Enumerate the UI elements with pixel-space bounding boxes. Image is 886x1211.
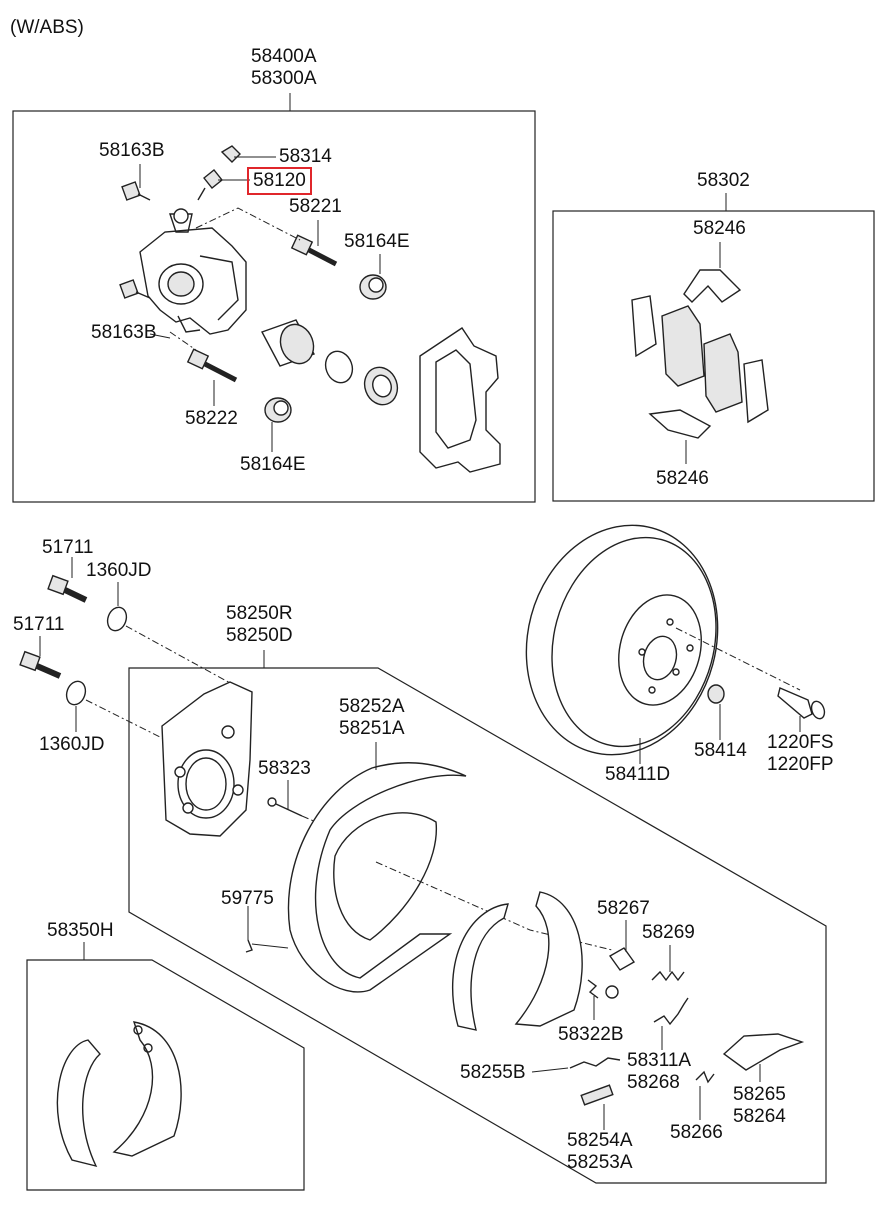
label-guide-rod-upper[interactable]: 58221 [289, 196, 342, 217]
label-bolt-a[interactable]: 51711 [42, 537, 94, 558]
label-spring-c[interactable]: 58311A 58268 [627, 1050, 691, 1094]
bleeder-screw [197, 169, 223, 201]
label-caliper-assy-line1: 58400A [251, 46, 317, 67]
bolt-upper [121, 181, 151, 201]
caliper-body [139, 208, 247, 335]
label-lever-line1: 58265 [733, 1084, 786, 1105]
label-spring-b[interactable]: 58322B [558, 1024, 624, 1045]
spring-b [587, 979, 619, 999]
label-backing-plate-line1: 58250R [226, 603, 293, 624]
label-backing-plate[interactable]: 58250R 58250D [226, 603, 293, 647]
label-spring-c-line1: 58311A [627, 1050, 692, 1071]
leader-lines [39, 93, 801, 1130]
spring-d [569, 1057, 621, 1069]
piston [261, 319, 315, 367]
label-nut[interactable]: 58414 [694, 740, 747, 761]
boot-lower [264, 397, 292, 423]
spring-c [653, 997, 689, 1026]
boot-upper [359, 274, 387, 300]
shoe-kit-group-box [26, 959, 305, 1191]
label-hub-bolt-line1: 1220FS [767, 732, 834, 753]
label-hub-bolt[interactable]: 1220FS 1220FP [767, 732, 834, 776]
label-spring-c-line2: 58268 [627, 1072, 680, 1093]
dust-cover [287, 762, 467, 993]
label-lever[interactable]: 58265 58264 [733, 1084, 786, 1128]
label-washer-a[interactable]: 1360JD [86, 560, 152, 581]
label-clip[interactable]: 59775 [221, 888, 274, 909]
spring-e [695, 1070, 715, 1084]
pad-group-box [552, 210, 875, 502]
clip [245, 939, 253, 953]
backing-plate [161, 681, 253, 837]
label-bolt-lower[interactable]: 58163B [91, 322, 157, 343]
label-shim-lower[interactable]: 58246 [656, 468, 709, 489]
label-bolt-b[interactable]: 51711 [13, 614, 65, 635]
label-spring-a[interactable]: 58269 [642, 922, 695, 943]
washer-a [106, 606, 128, 632]
label-adjuster[interactable]: 58254A 58253A [567, 1130, 633, 1174]
label-guide-rod-lower[interactable]: 58222 [185, 408, 238, 429]
bleeder-cap [220, 145, 241, 163]
piston-seal [324, 350, 354, 384]
bolt-lower [119, 279, 151, 299]
label-pin[interactable]: 58323 [258, 758, 311, 779]
label-dust-cover[interactable]: 58252A 58251A [339, 696, 405, 740]
label-shim-upper[interactable]: 58246 [693, 218, 746, 239]
label-adjuster-line2: 58253A [567, 1152, 633, 1173]
pad-shim-clip-lower [648, 409, 712, 439]
parking-brake-group-box [128, 667, 827, 1184]
label-dust-cover-line2: 58251A [339, 718, 405, 739]
adjuster [580, 1084, 614, 1106]
label-boot-lower[interactable]: 58164E [240, 454, 306, 475]
label-retainer[interactable]: 58267 [597, 898, 650, 919]
label-caliper-assy[interactable]: 58400A 58300A [251, 46, 317, 90]
label-spring-d[interactable]: 58255B [460, 1062, 526, 1083]
piston-boot [363, 366, 399, 406]
caliper-bracket [419, 327, 501, 473]
label-lever-line2: 58264 [733, 1106, 786, 1127]
label-washer-b[interactable]: 1360JD [39, 734, 105, 755]
brake-shoe-assy [452, 891, 583, 1031]
pad-right [703, 333, 769, 424]
label-bleeder-screw-highlighted[interactable]: 58120 [247, 167, 312, 195]
lever [722, 1033, 805, 1071]
bolt-a [47, 574, 88, 603]
label-dust-cover-line1: 58252A [339, 696, 405, 717]
pad-left [631, 295, 705, 387]
label-shoe-kit[interactable]: 58350H [47, 920, 114, 941]
shoe-kit-illustration [56, 1021, 182, 1168]
washer-b [65, 680, 87, 706]
bolt-b [19, 650, 62, 679]
guide-rod-lower [186, 348, 238, 383]
nut [707, 684, 725, 704]
label-spring-e[interactable]: 58266 [670, 1122, 723, 1143]
label-adjuster-line1: 58254A [567, 1130, 633, 1151]
guide-rod-upper [290, 234, 338, 267]
label-caliper-assy-line2: 58300A [251, 68, 317, 89]
label-boot-upper[interactable]: 58164E [344, 231, 410, 252]
variant-header: (W/ABS) [10, 17, 84, 38]
label-bleeder-cap[interactable]: 58314 [279, 146, 332, 167]
retainer [608, 947, 636, 971]
label-hub-bolt-line2: 1220FP [767, 754, 834, 775]
caliper-group-box [12, 110, 536, 503]
label-bolt-upper[interactable]: 58163B [99, 140, 165, 161]
label-backing-plate-line2: 58250D [226, 625, 293, 646]
spring-a [651, 970, 685, 982]
pin [267, 797, 303, 817]
pad-shim-clip-upper [683, 269, 742, 303]
brake-disc [525, 524, 719, 756]
label-disc[interactable]: 58411D [605, 764, 671, 785]
hub-bolt [777, 687, 826, 720]
label-pad-kit[interactable]: 58302 [697, 170, 750, 191]
